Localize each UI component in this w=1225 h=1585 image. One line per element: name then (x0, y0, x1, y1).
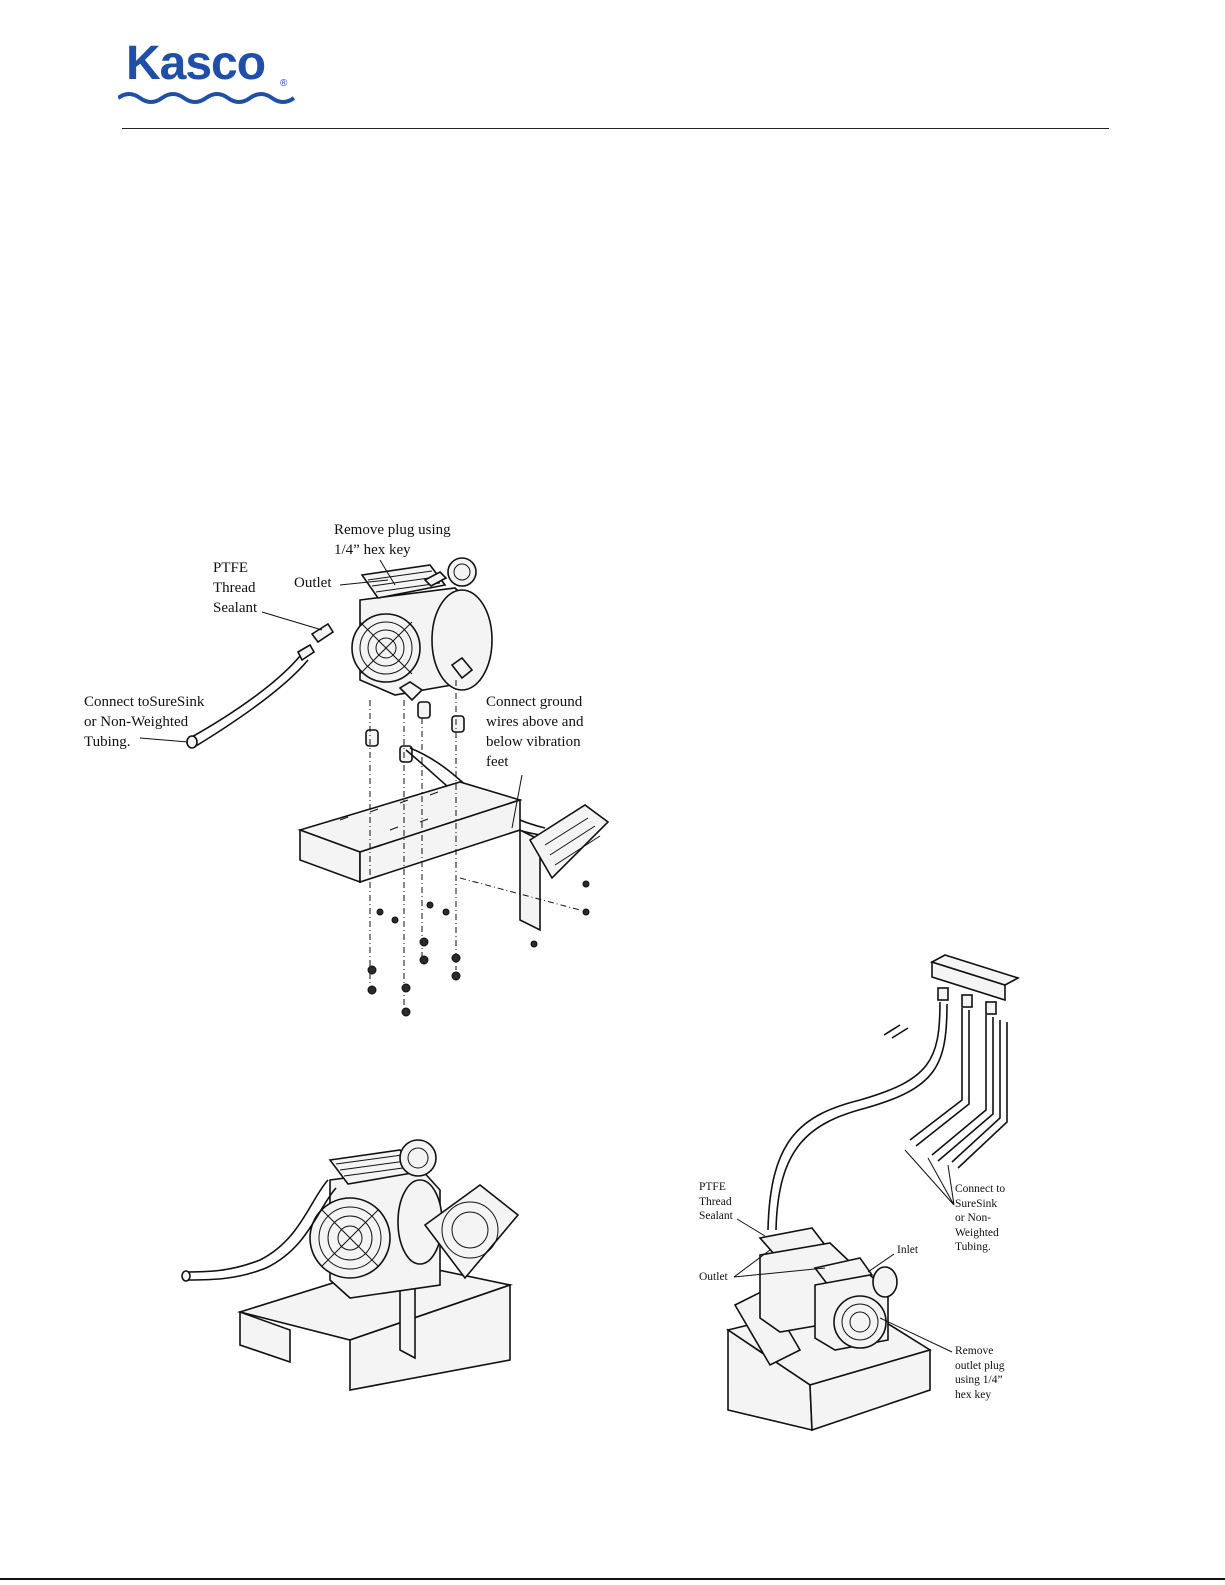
tubing-to-compressor (768, 1002, 940, 1230)
ptfe-label-dual: PTFE Thread Sealant (699, 1180, 733, 1224)
remove-outlet-plug-label: Remove outlet plug using 1/4” hex key (955, 1344, 1005, 1402)
manifold-screws (884, 1025, 908, 1038)
inlet-label: Inlet (897, 1243, 918, 1258)
outlet-tubing (910, 1008, 1007, 1168)
manifold (932, 955, 1018, 1014)
connect-tubing-label-dual: Connect to SureSink or Non- Weighted Tub… (955, 1182, 1005, 1255)
outlet-label-dual: Outlet (699, 1270, 728, 1285)
compressor-right (815, 1258, 897, 1350)
footer-rule (0, 1578, 1225, 1580)
